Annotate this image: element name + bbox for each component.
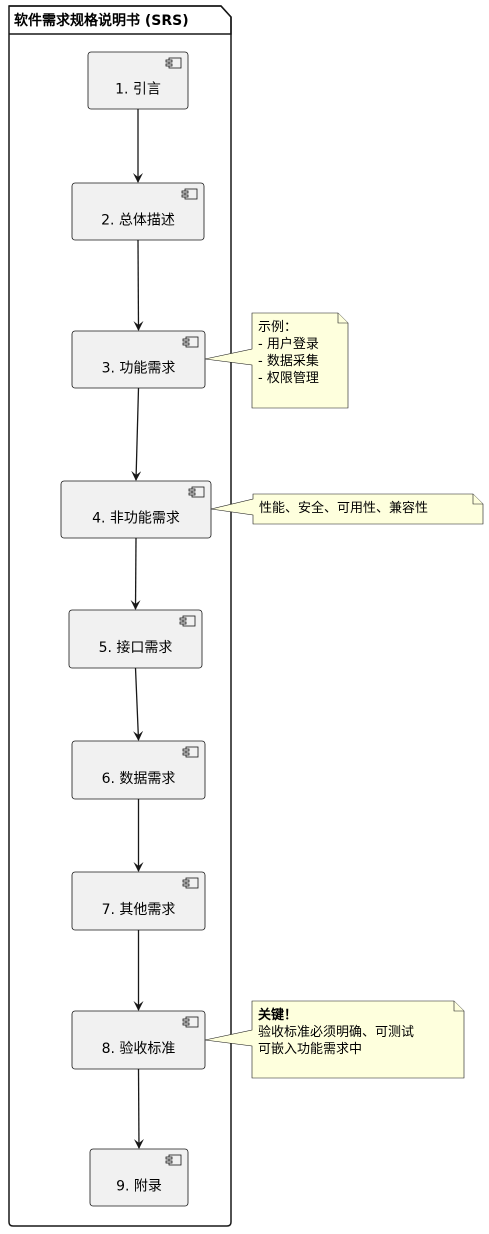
package-tab: [9, 5, 232, 35]
component-icon: [165, 1154, 182, 1166]
component-label: 5. 接口需求: [99, 639, 173, 656]
note-fold: [472, 494, 483, 505]
component-icon: [182, 746, 199, 758]
package-title: 软件需求规格说明书 (SRS): [14, 12, 189, 29]
component-icon: [182, 336, 199, 348]
flow-arrow-c4-c5: [130, 537, 141, 610]
component-icon: [181, 188, 198, 200]
flow-arrows: [130, 109, 144, 1149]
note-body: [204, 1000, 465, 1079]
component-c2[interactable]: 2. 总体描述: [71, 182, 205, 241]
note-line: - 数据采集: [258, 353, 319, 369]
component-c4[interactable]: 4. 非功能需求: [60, 480, 212, 539]
component-box: [71, 330, 206, 389]
component-c3[interactable]: 3. 功能需求: [71, 330, 206, 389]
component-label: 7. 其他需求: [102, 902, 176, 918]
note-line: 示例：: [258, 320, 297, 335]
note-n1: 示例：- 用户登录- 数据采集- 权限管理: [204, 312, 349, 409]
component-c5[interactable]: 5. 接口需求: [68, 609, 203, 669]
note-line: 验收标准必须明确、可测试: [258, 1024, 414, 1040]
component-icon: [165, 57, 182, 69]
notes: 示例：- 用户登录- 数据采集- 权限管理性能、安全、可用性、兼容性关键！验收标…: [204, 312, 484, 1079]
note-line: 关键！: [258, 1007, 297, 1023]
components: 1. 引言 2. 总体描述 3. 功能需求 4. 非功能需求 5. 接口需求 6. 数据需…: [60, 51, 212, 1207]
component-c8[interactable]: 8. 验收标准: [71, 1010, 206, 1070]
note-line: 可嵌入功能需求中: [258, 1042, 362, 1057]
package-frame: [8, 5, 232, 1227]
component-box: [60, 480, 212, 539]
note-line: - 用户登录: [258, 336, 319, 352]
component-c6[interactable]: 6. 数据需求: [71, 740, 206, 800]
component-icon: [188, 486, 205, 498]
flow-arrow-c8-c9: [133, 1068, 144, 1149]
component-icon: [179, 615, 196, 627]
component-icon: [182, 1016, 199, 1028]
component-label: 4. 非功能需求: [92, 511, 180, 527]
component-box: [71, 182, 205, 241]
component-box: [71, 740, 206, 800]
flow-arrow-c5-c6: [133, 667, 144, 741]
component-box: [87, 51, 189, 110]
component-box: [71, 871, 206, 931]
component-box: [68, 609, 203, 669]
note-fold: [337, 313, 348, 324]
component-label: 8. 验收标准: [102, 1041, 176, 1057]
note-n2: 性能、安全、可用性、兼容性: [210, 493, 484, 525]
note-line: - 权限管理: [258, 370, 319, 386]
component-c1[interactable]: 1. 引言: [87, 51, 189, 110]
component-label: 1. 引言: [115, 82, 161, 98]
component-label: 2. 总体描述: [101, 213, 175, 229]
component-label: 6. 数据需求: [102, 771, 176, 787]
component-c7[interactable]: 7. 其他需求: [71, 871, 206, 931]
component-c9[interactable]: 9. 附录: [89, 1148, 189, 1207]
component-icon: [182, 877, 199, 889]
package-srs: 软件需求规格说明书 (SRS): [8, 5, 232, 1227]
flow-arrow-c2-c3: [133, 239, 144, 331]
component-label: 3. 功能需求: [102, 361, 176, 377]
flow-arrow-c3-c4: [131, 387, 142, 481]
note-fold: [453, 1001, 464, 1012]
component-box: [89, 1148, 189, 1207]
note-line: 性能、安全、可用性、兼容性: [259, 500, 428, 516]
component-label: 9. 附录: [116, 1179, 162, 1195]
